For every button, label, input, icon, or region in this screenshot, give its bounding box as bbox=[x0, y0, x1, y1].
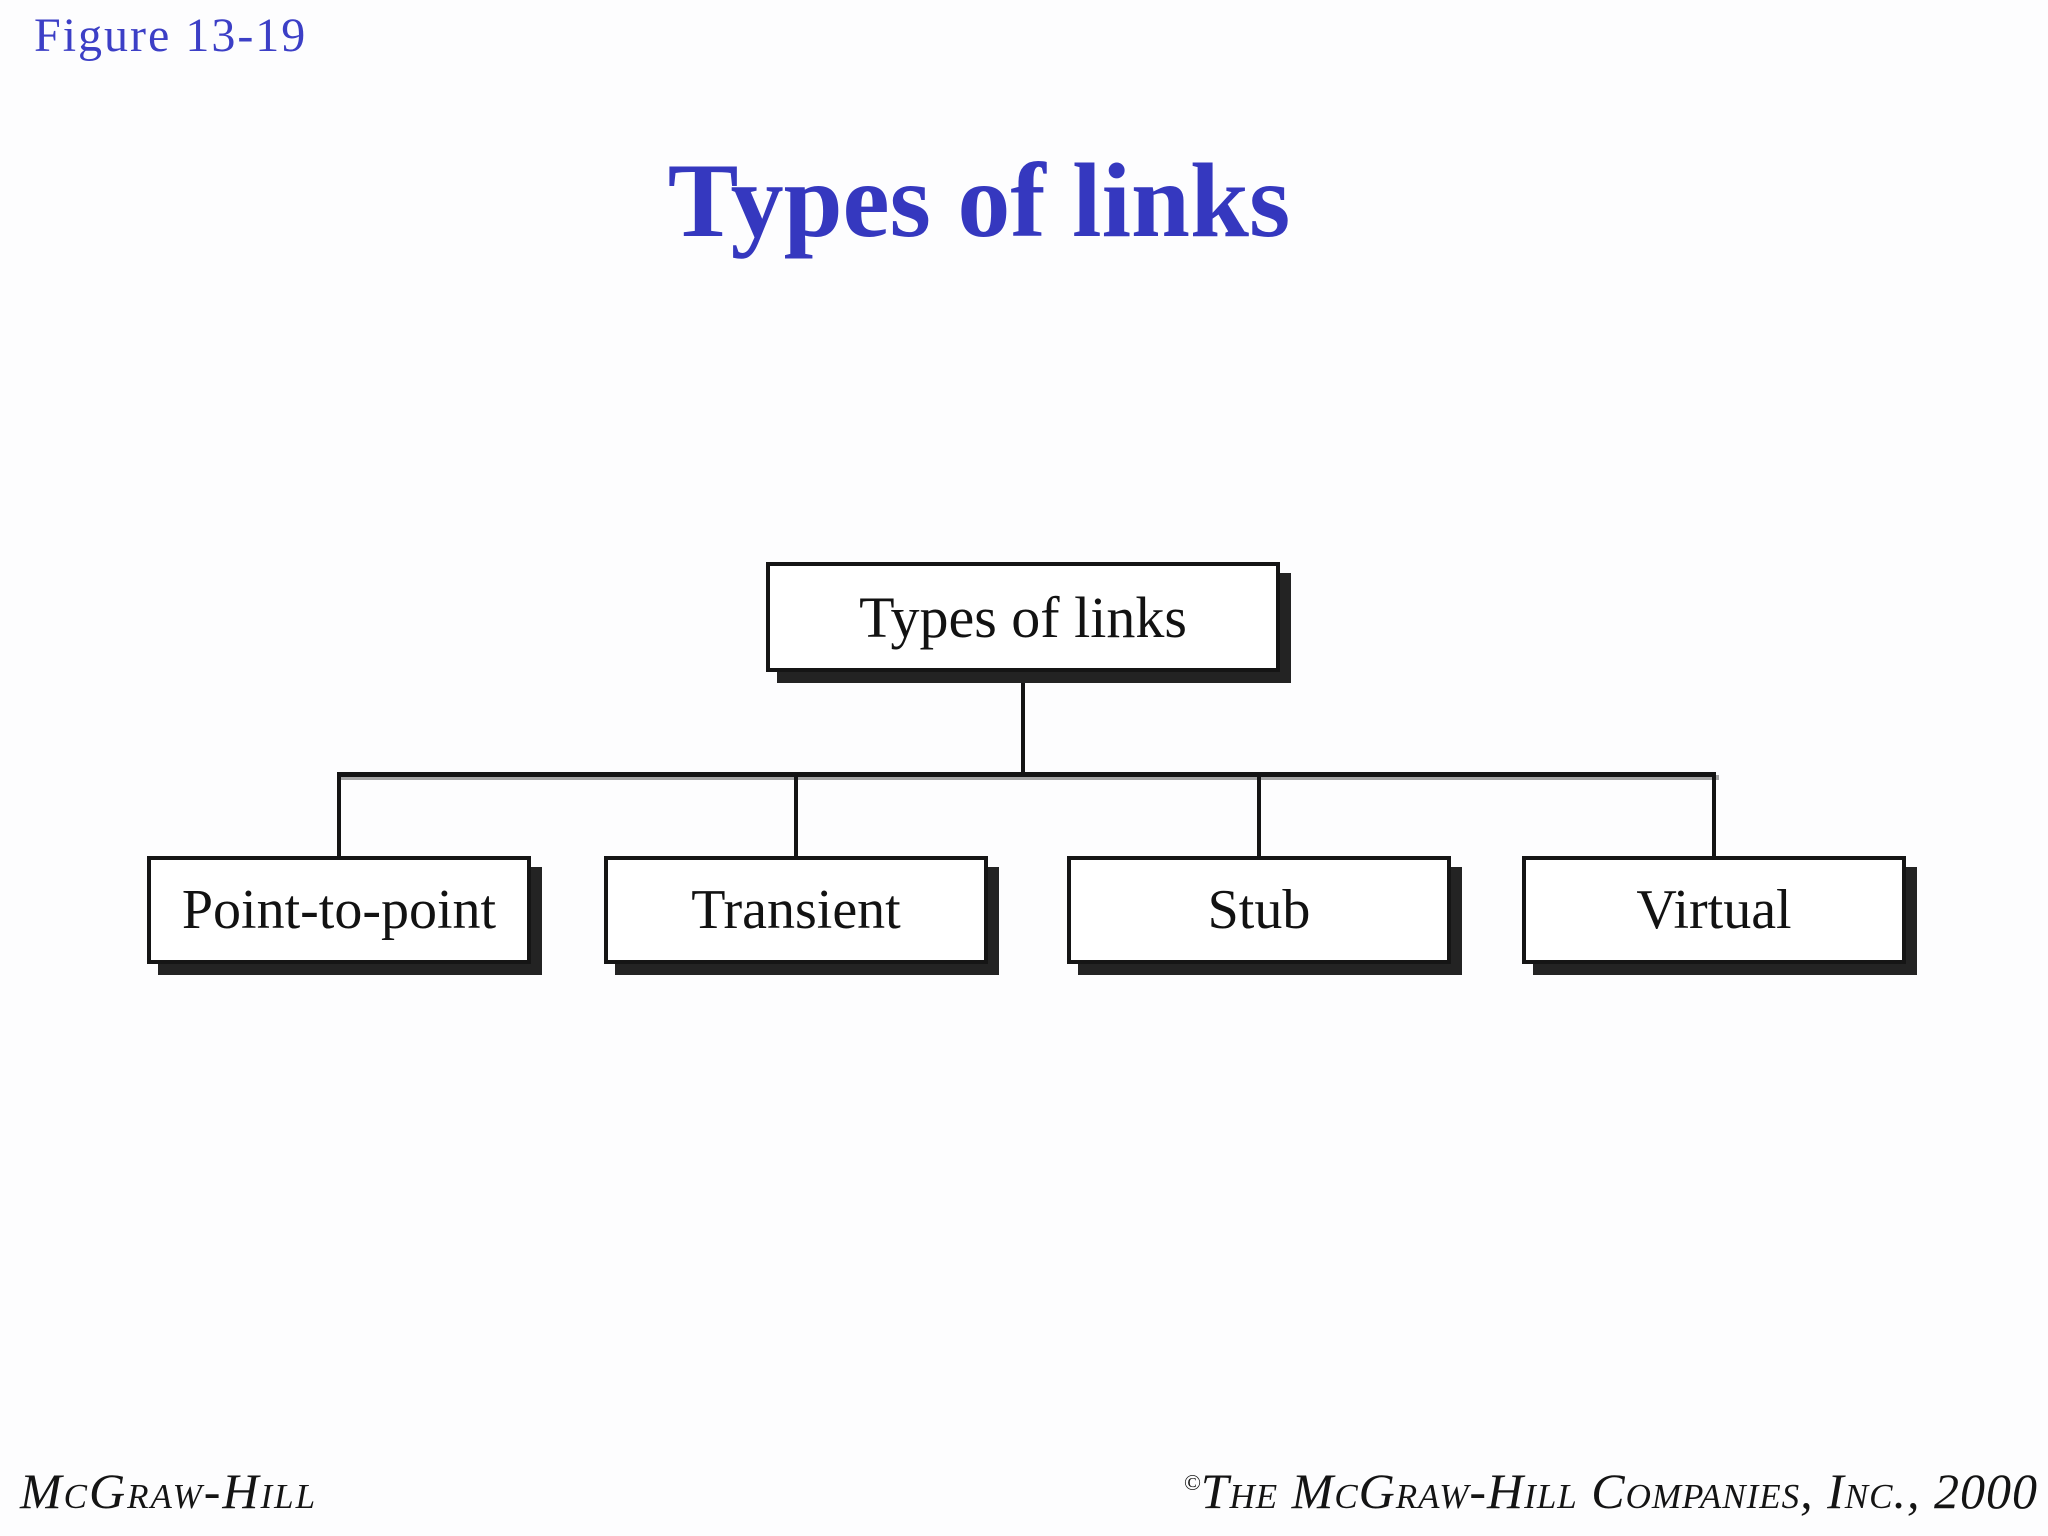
tree-node-label: Point-to-point bbox=[181, 879, 497, 941]
connector-drop-transient bbox=[794, 775, 798, 858]
tree-node-label: Virtual bbox=[1636, 879, 1792, 941]
connector-root-stem bbox=[1021, 670, 1025, 776]
connector-drop-virtual bbox=[1712, 775, 1716, 858]
connector-drop-stub bbox=[1257, 775, 1261, 858]
tree-node-root-label: Types of links bbox=[859, 584, 1187, 650]
tree-node-root: Types of links bbox=[766, 562, 1280, 672]
footer-copyright-text: The McGraw-Hill Companies, Inc., 2000 bbox=[1200, 1463, 2038, 1519]
footer-copyright: ©The McGraw-Hill Companies, Inc., 2000 bbox=[1184, 1462, 2038, 1520]
tree-node-stub: Stub bbox=[1067, 856, 1451, 964]
page-title: Types of links bbox=[667, 142, 1291, 259]
figure-label: Figure 13-19 bbox=[34, 9, 308, 62]
connector-drop-point-to-point bbox=[337, 775, 341, 858]
tree-node-transient: Transient bbox=[604, 856, 988, 964]
tree-node-label: Transient bbox=[691, 879, 901, 941]
copyright-symbol: © bbox=[1183, 1470, 1201, 1495]
tree-node-virtual: Virtual bbox=[1522, 856, 1906, 964]
footer-publisher: McGraw-Hill bbox=[20, 1463, 318, 1519]
connector-horizontal-bar bbox=[337, 772, 1716, 777]
tree-node-point-to-point: Point-to-point bbox=[147, 856, 531, 964]
tree-node-label: Stub bbox=[1207, 879, 1311, 941]
